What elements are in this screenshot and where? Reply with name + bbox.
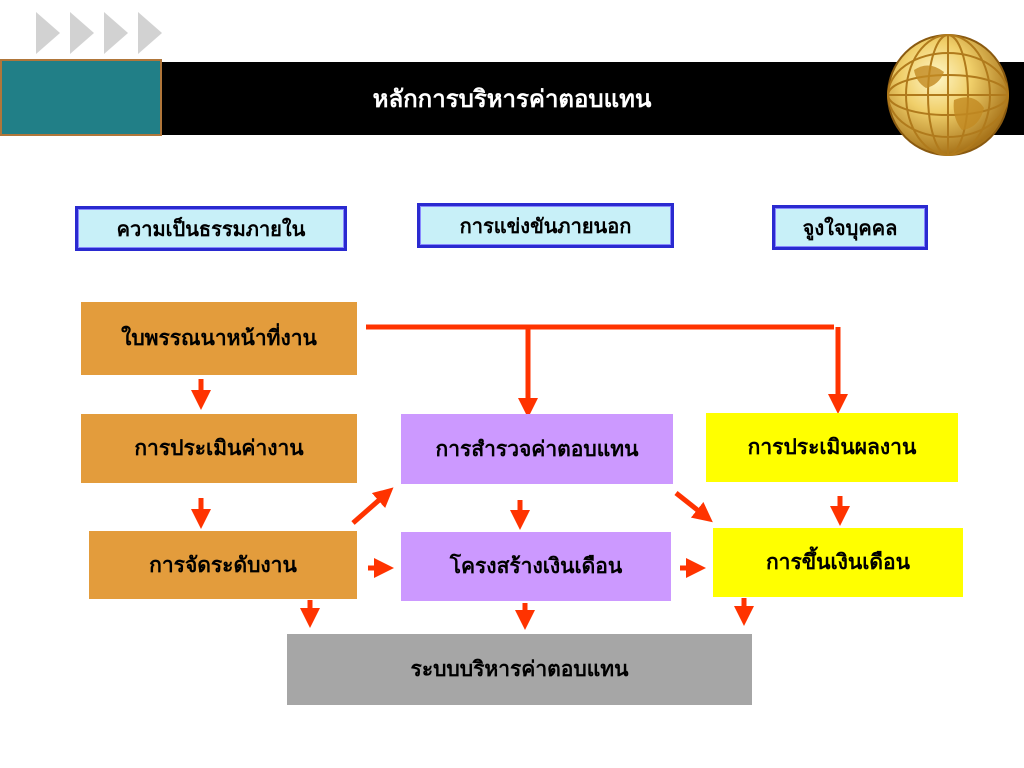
box-pay-survey: การสำรวจค่าตอบแทน xyxy=(401,414,673,484)
arrow-grade-to-survey xyxy=(351,487,394,525)
chevron-icon xyxy=(138,12,162,54)
chevron-icon xyxy=(104,12,128,54)
header-internal-equity: ความเป็นธรรมภายใน xyxy=(75,206,347,251)
teal-block xyxy=(0,59,162,136)
header-individual-motivation: จูงใจบุคคล xyxy=(772,205,928,250)
box-job-description: ใบพรรณนาหน้าที่งาน xyxy=(81,302,357,375)
box-compensation-system: ระบบบริหารค่าตอบแทน xyxy=(287,634,752,705)
globe-icon xyxy=(887,34,1009,156)
header-external-competition: การแข่งขันภายนอก xyxy=(417,203,674,248)
page-title: หลักการบริหารค่าตอบแทน xyxy=(372,85,652,113)
box-salary-increase: การขึ้นเงินเดือน xyxy=(713,528,963,597)
box-job-grading: การจัดระดับงาน xyxy=(89,531,357,599)
chevron-icon xyxy=(70,12,94,54)
arrow-survey-to-increase xyxy=(674,491,713,523)
box-salary-structure: โครงสร้างเงินเดือน xyxy=(401,532,671,601)
chevron-icon xyxy=(36,12,60,54)
box-job-evaluation: การประเมินค่างาน xyxy=(81,414,357,483)
title-bar xyxy=(162,62,1024,135)
box-performance-appraisal: การประเมินผลงาน xyxy=(706,413,958,482)
